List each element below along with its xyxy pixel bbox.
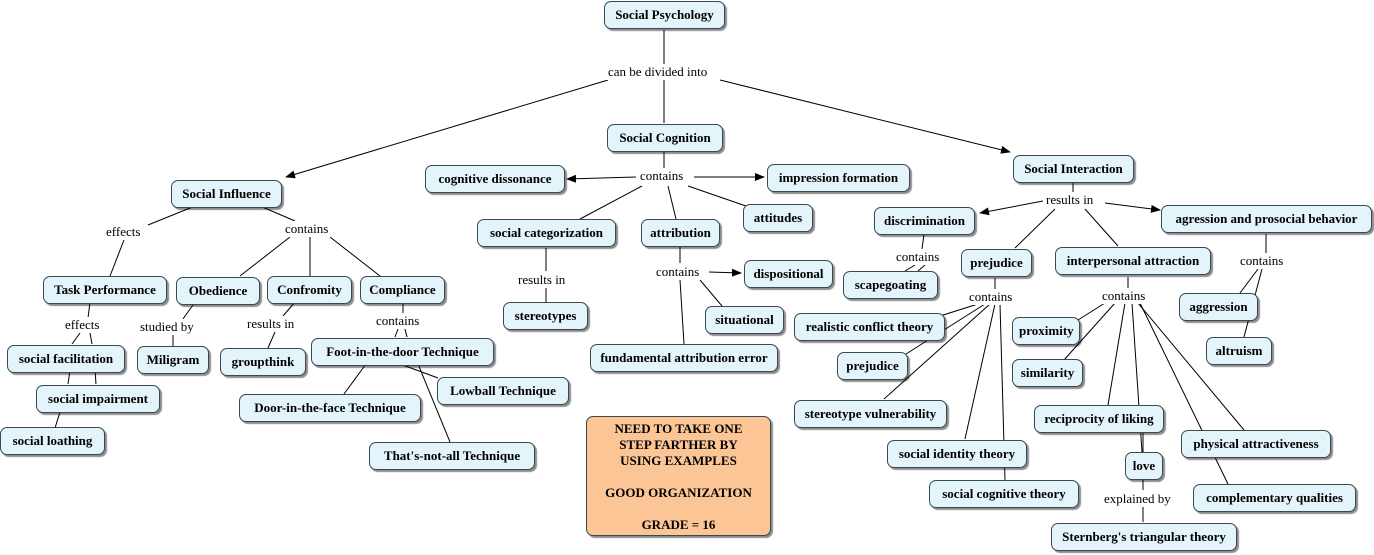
node-social-cognition[interactable]: Social Cognition — [607, 124, 723, 152]
label-contains-discrimination: contains — [893, 249, 943, 265]
node-social-interaction[interactable]: Social Interaction — [1013, 155, 1134, 183]
label-explained-by: explained by — [1101, 491, 1174, 507]
node-social-cognitive-theory[interactable]: social cognitive theory — [929, 480, 1079, 508]
node-task-performance[interactable]: Task Performance — [43, 276, 167, 304]
node-lowball[interactable]: Lowball Technique — [437, 377, 569, 405]
node-altruism[interactable]: altruism — [1206, 337, 1272, 365]
node-social-categorization[interactable]: social categorization — [477, 219, 616, 247]
node-situational[interactable]: situational — [705, 306, 784, 334]
label-contains-prejudice: contains — [966, 289, 1016, 305]
node-sternberg[interactable]: Sternberg's triangular theory — [1051, 523, 1237, 551]
node-cognitive-dissonance[interactable]: cognitive dissonance — [425, 165, 565, 193]
note-line-2: STEP FARTHER BY — [619, 437, 738, 452]
note-line-4 — [587, 469, 770, 485]
label-effects-influence: effects — [103, 224, 144, 240]
node-physical-attractiveness[interactable]: physical attractiveness — [1181, 430, 1331, 458]
node-reciprocity-of-liking[interactable]: reciprocity of liking — [1034, 405, 1164, 433]
label-contains-attribution: contains — [653, 264, 703, 280]
node-social-impairment[interactable]: social impairment — [36, 385, 160, 413]
node-realistic-conflict-theory[interactable]: realistic conflict theory — [794, 313, 945, 341]
node-groupthink[interactable]: groupthink — [220, 348, 306, 376]
note-line-1: NEED TO TAKE ONE — [614, 421, 743, 436]
node-love[interactable]: love — [1125, 452, 1163, 480]
node-prejudice[interactable]: prejudice — [961, 249, 1032, 277]
node-discrimination[interactable]: discrimination — [874, 207, 975, 235]
node-scapegoating[interactable]: scapegoating — [843, 271, 938, 299]
node-dispositional[interactable]: dispositional — [744, 260, 833, 288]
label-results-in-interaction: results in — [1043, 192, 1097, 208]
note-line-7: GRADE = 16 — [641, 517, 716, 532]
label-contains-agression: contains — [1237, 253, 1287, 269]
node-conformity[interactable]: Confromity — [267, 276, 352, 304]
grading-note: NEED TO TAKE ONE STEP FARTHER BY USING E… — [586, 416, 771, 536]
node-agression-prosocial[interactable]: agression and prosocial behavior — [1161, 205, 1372, 233]
node-complementary-qualities[interactable]: complementary qualities — [1193, 484, 1356, 512]
label-effects-task: effects — [62, 317, 103, 333]
label-studied-by: studied by — [137, 319, 197, 335]
node-social-facilitation[interactable]: social facilitation — [7, 345, 125, 373]
node-aggression[interactable]: aggression — [1179, 293, 1258, 321]
node-interpersonal-attraction[interactable]: interpersonal attraction — [1055, 247, 1211, 275]
node-social-identity-theory[interactable]: social identity theory — [887, 440, 1027, 468]
node-miligram[interactable]: Miligram — [137, 346, 209, 374]
node-attribution[interactable]: attribution — [641, 219, 720, 247]
node-thats-not-all[interactable]: That's-not-all Technique — [369, 442, 535, 470]
label-results-in-categorization: results in — [515, 272, 569, 288]
label-contains-influence: contains — [282, 221, 332, 237]
node-social-influence[interactable]: Social Influence — [171, 180, 282, 208]
label-contains-cognition: contains — [637, 168, 687, 184]
node-social-psychology[interactable]: Social Psychology — [604, 1, 725, 29]
node-proximity[interactable]: proximity — [1012, 317, 1080, 345]
note-line-3: USING EXAMPLES — [620, 453, 737, 468]
node-attitudes[interactable]: attitudes — [743, 204, 813, 232]
node-foot-in-the-door[interactable]: Foot-in-the-door Technique — [311, 338, 494, 366]
note-line-5: GOOD ORGANIZATION — [605, 485, 752, 500]
node-fundamental-attribution-error[interactable]: fundamental attribution error — [590, 344, 778, 372]
node-prejudice-small[interactable]: prejudice — [837, 352, 908, 380]
node-social-loathing[interactable]: social loathing — [0, 427, 105, 455]
node-door-in-the-face[interactable]: Door-in-the-face Technique — [239, 394, 421, 422]
node-similarity[interactable]: similarity — [1012, 359, 1083, 387]
node-impression-formation[interactable]: impression formation — [767, 164, 910, 192]
node-obedience[interactable]: Obedience — [176, 277, 260, 305]
note-line-6 — [587, 501, 770, 517]
label-can-be-divided-into: can be divided into — [605, 64, 711, 80]
node-stereotypes[interactable]: stereotypes — [503, 302, 588, 330]
node-stereotype-vulnerability[interactable]: stereotype vulnerability — [794, 400, 947, 428]
node-compliance[interactable]: Compliance — [360, 276, 445, 304]
label-results-in-conformity: results in — [244, 316, 298, 332]
label-contains-interpersonal: contains — [1099, 288, 1149, 304]
label-contains-compliance: contains — [373, 313, 423, 329]
